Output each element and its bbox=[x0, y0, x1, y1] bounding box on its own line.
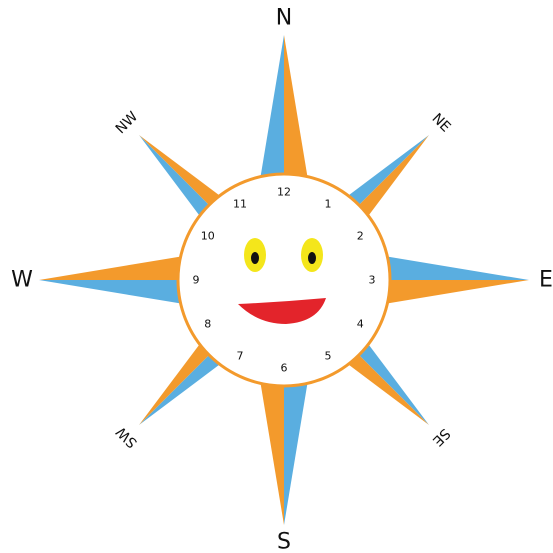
clock-number-5: 5 bbox=[325, 350, 332, 363]
clock-number-1: 1 bbox=[325, 197, 332, 210]
ray-ne-blue bbox=[344, 135, 429, 209]
clock-number-10: 10 bbox=[201, 230, 215, 243]
clock-number-8: 8 bbox=[204, 318, 211, 331]
ray-e-orange bbox=[384, 280, 529, 304]
ray-n-orange bbox=[284, 35, 308, 180]
ray-nw-orange bbox=[139, 135, 224, 209]
ray-sw-orange bbox=[139, 340, 213, 425]
direction-label-ne: NE bbox=[429, 111, 454, 136]
clock-number-4: 4 bbox=[357, 318, 364, 331]
direction-label-sw: SW bbox=[113, 423, 140, 450]
ray-s-blue bbox=[284, 380, 308, 525]
direction-label-n: N bbox=[276, 6, 292, 31]
ray-sw-blue bbox=[139, 351, 224, 425]
clock-number-12: 12 bbox=[277, 186, 291, 199]
clock-number-3: 3 bbox=[369, 274, 376, 287]
left-pupil bbox=[251, 252, 259, 264]
clock-number-7: 7 bbox=[237, 350, 244, 363]
ray-se-orange bbox=[344, 351, 429, 425]
direction-label-se: SE bbox=[429, 425, 453, 449]
direction-label-w: W bbox=[11, 268, 33, 293]
right-pupil bbox=[308, 252, 316, 264]
clock-number-11: 11 bbox=[233, 197, 247, 210]
ray-w-blue bbox=[39, 280, 184, 304]
clock-number-9: 9 bbox=[193, 274, 200, 287]
ray-n-blue bbox=[260, 35, 284, 180]
direction-label-s: S bbox=[277, 530, 291, 553]
ray-e-blue bbox=[384, 256, 529, 280]
direction-label-e: E bbox=[539, 268, 553, 293]
direction-label-nw: NW bbox=[113, 109, 142, 138]
clock-face bbox=[178, 174, 390, 386]
ray-ne-orange bbox=[355, 135, 429, 220]
ray-s-orange bbox=[260, 380, 284, 525]
ray-se-blue bbox=[355, 340, 429, 425]
ray-w-orange bbox=[39, 256, 184, 280]
clock-number-6: 6 bbox=[281, 362, 288, 375]
clock-number-2: 2 bbox=[357, 230, 364, 243]
ray-nw-blue bbox=[139, 135, 213, 220]
